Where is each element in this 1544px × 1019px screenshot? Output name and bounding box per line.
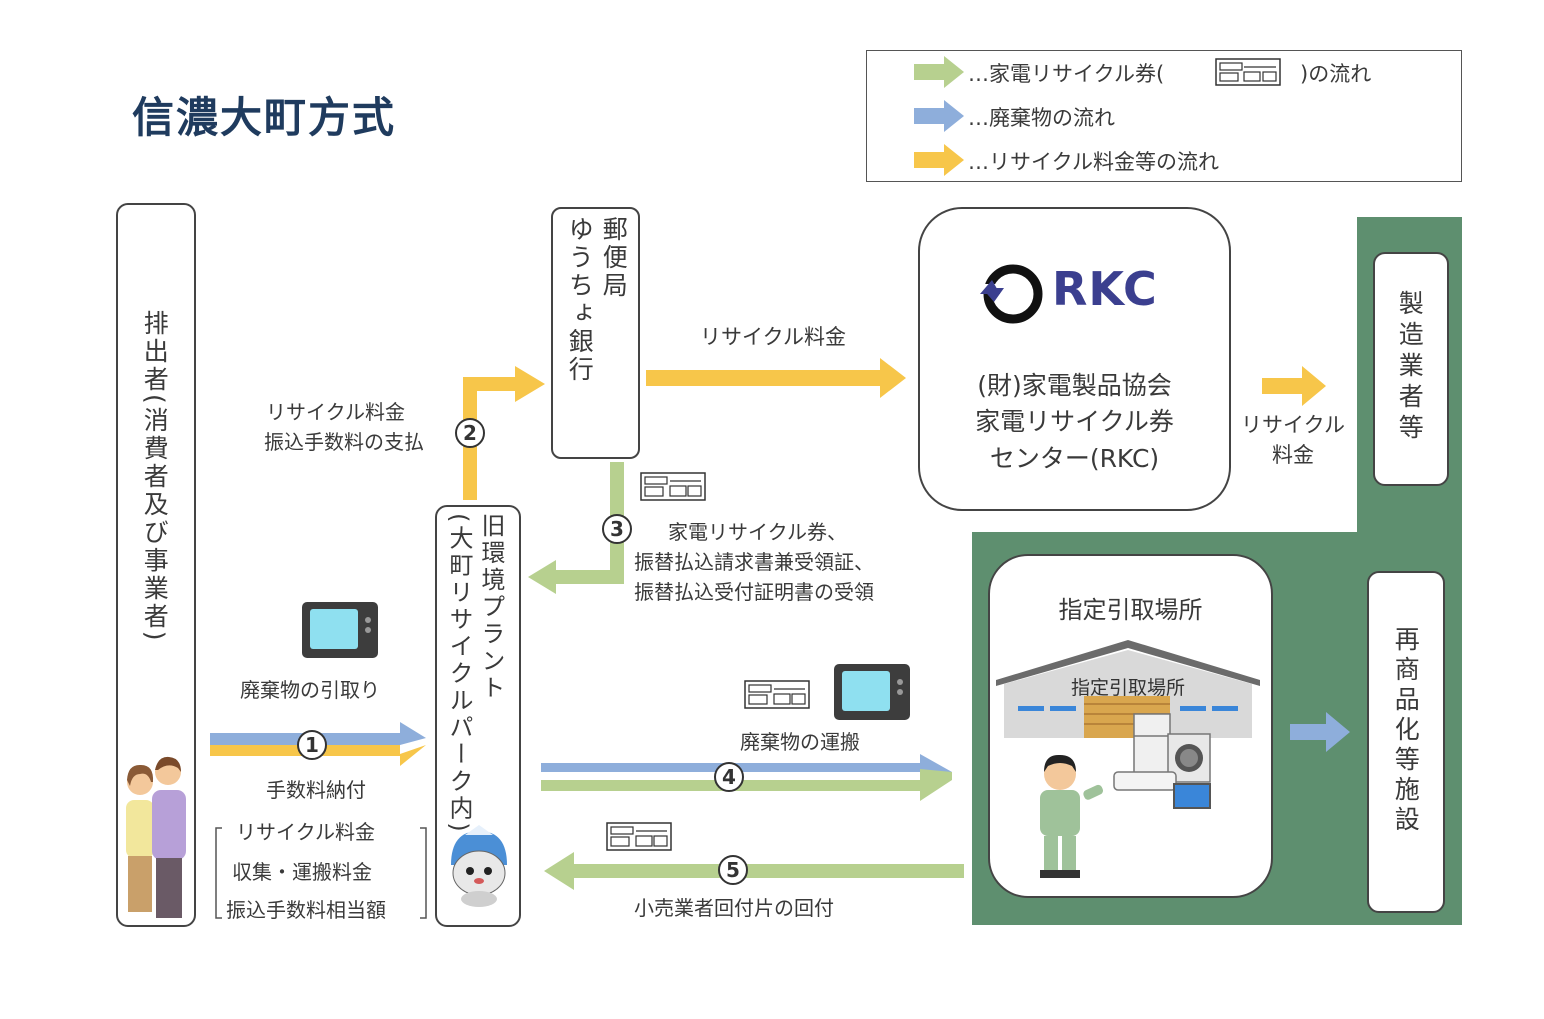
rkc-name-line3: センター(RKC): [989, 443, 1160, 473]
legend-green-label-suffix: )の流れ: [1300, 62, 1372, 86]
rkc-box: [918, 207, 1231, 511]
step2-label-line2: 振込手数料の支払: [264, 430, 424, 454]
step-5-marker: 5: [718, 855, 748, 885]
arrow-step5: [544, 852, 964, 890]
pickup-label: 廃棄物の引取り: [240, 678, 380, 702]
tv-icon: [834, 664, 910, 720]
arrow-fee-to-manufacturer: [1262, 366, 1326, 406]
legend-blue-label: …廃棄物の流れ: [968, 106, 1115, 130]
legend-ticket-icon: [1215, 58, 1281, 86]
rkc-name-line2: 家電リサイクル券: [975, 407, 1174, 437]
plant-label: 旧環境プラント: [477, 513, 505, 702]
arrow-step3-green: [528, 462, 624, 594]
recycle-fee-right-block: リサイクル 料金: [1236, 410, 1350, 471]
appliances-icon: [1113, 713, 1211, 809]
couple-icon: [126, 756, 186, 918]
warehouse-icon: [996, 640, 1260, 738]
legend-blue-arrow: [914, 100, 964, 132]
recycle-fee-top-label: リサイクル料金: [700, 325, 846, 349]
transport-label: 廃棄物の運搬: [740, 730, 860, 754]
manufacturer-box: [1373, 252, 1449, 486]
post-office-box: [551, 207, 640, 459]
ticket-icon: [606, 822, 672, 851]
mascot-icon: [451, 825, 507, 907]
fee-item-recycle: リサイクル料金: [236, 820, 375, 844]
step2-label-line1: リサイクル料金: [266, 400, 405, 424]
legend-yellow-arrow: [914, 144, 964, 176]
ticket-icon: [744, 680, 810, 709]
legend-green-label-prefix: …家電リサイクル券(: [968, 62, 1165, 86]
fee-items-bracket: [215, 827, 427, 919]
warehouse-sign: 指定引取場所: [1070, 677, 1185, 699]
arrow-to-recycling-facility: [1290, 712, 1350, 752]
rkc-name-block: (財)家電製品協会 家電リサイクル券 センター(RKC): [918, 368, 1231, 477]
step-4-marker: 4: [714, 762, 744, 792]
yucho-bank-label: ゆうちょ銀行: [565, 216, 595, 384]
rkc-logo-text: RKC: [1052, 262, 1158, 316]
designated-label: 指定引取場所: [1058, 596, 1203, 624]
legend-yellow-label: …リサイクル料金等の流れ: [968, 150, 1219, 174]
retailer-return-label: 小売業者回付片の回付: [634, 896, 834, 920]
arrow-step4: [541, 754, 952, 801]
arrow-step2-yellow: [463, 366, 545, 500]
fee-item-collection: 収集・運搬料金: [232, 860, 372, 884]
ticket-icon: [640, 472, 706, 501]
recycle-fee-right-line1: リサイクル: [1241, 413, 1345, 437]
arrow-fee-to-rkc: [646, 358, 906, 398]
legend-arrows: [914, 56, 1281, 176]
manufacturer-label: 製造業者等: [1395, 290, 1425, 445]
tv-icon: [302, 602, 378, 658]
plant-box: [435, 505, 521, 927]
discharger-label: 排出者(消費者及び事業者): [140, 310, 170, 644]
legend: [866, 50, 1462, 182]
step-3-marker: 3: [602, 514, 632, 544]
plant-sublabel: (大町リサイクルパーク内): [445, 513, 473, 835]
step-2-marker: 2: [455, 418, 485, 448]
step3-label-line3: 振替払込受付証明書の受領: [634, 580, 874, 604]
step-1-marker: 1: [297, 730, 327, 760]
recycle-fee-right-line2: 料金: [1272, 443, 1314, 468]
recycling-facility-box: [1367, 571, 1445, 913]
legend-green-arrow: [914, 56, 964, 88]
post-office-label: 郵便局: [599, 216, 629, 300]
recycling-facility-label: 再商品化等施設: [1391, 626, 1421, 836]
fee-payment-label: 手数料納付: [266, 778, 366, 802]
step3-label-line1: 家電リサイクル券、: [668, 520, 847, 544]
fee-item-transfer: 振込手数料相当額: [226, 898, 386, 922]
worker-icon: [1040, 754, 1104, 878]
rkc-logo-icon: [978, 264, 1043, 324]
rkc-name-line1: (財)家電製品協会: [977, 371, 1172, 400]
step3-label-line2: 振替払込請求書兼受領証、: [634, 550, 874, 574]
page-title: 信濃大町方式: [132, 93, 397, 142]
